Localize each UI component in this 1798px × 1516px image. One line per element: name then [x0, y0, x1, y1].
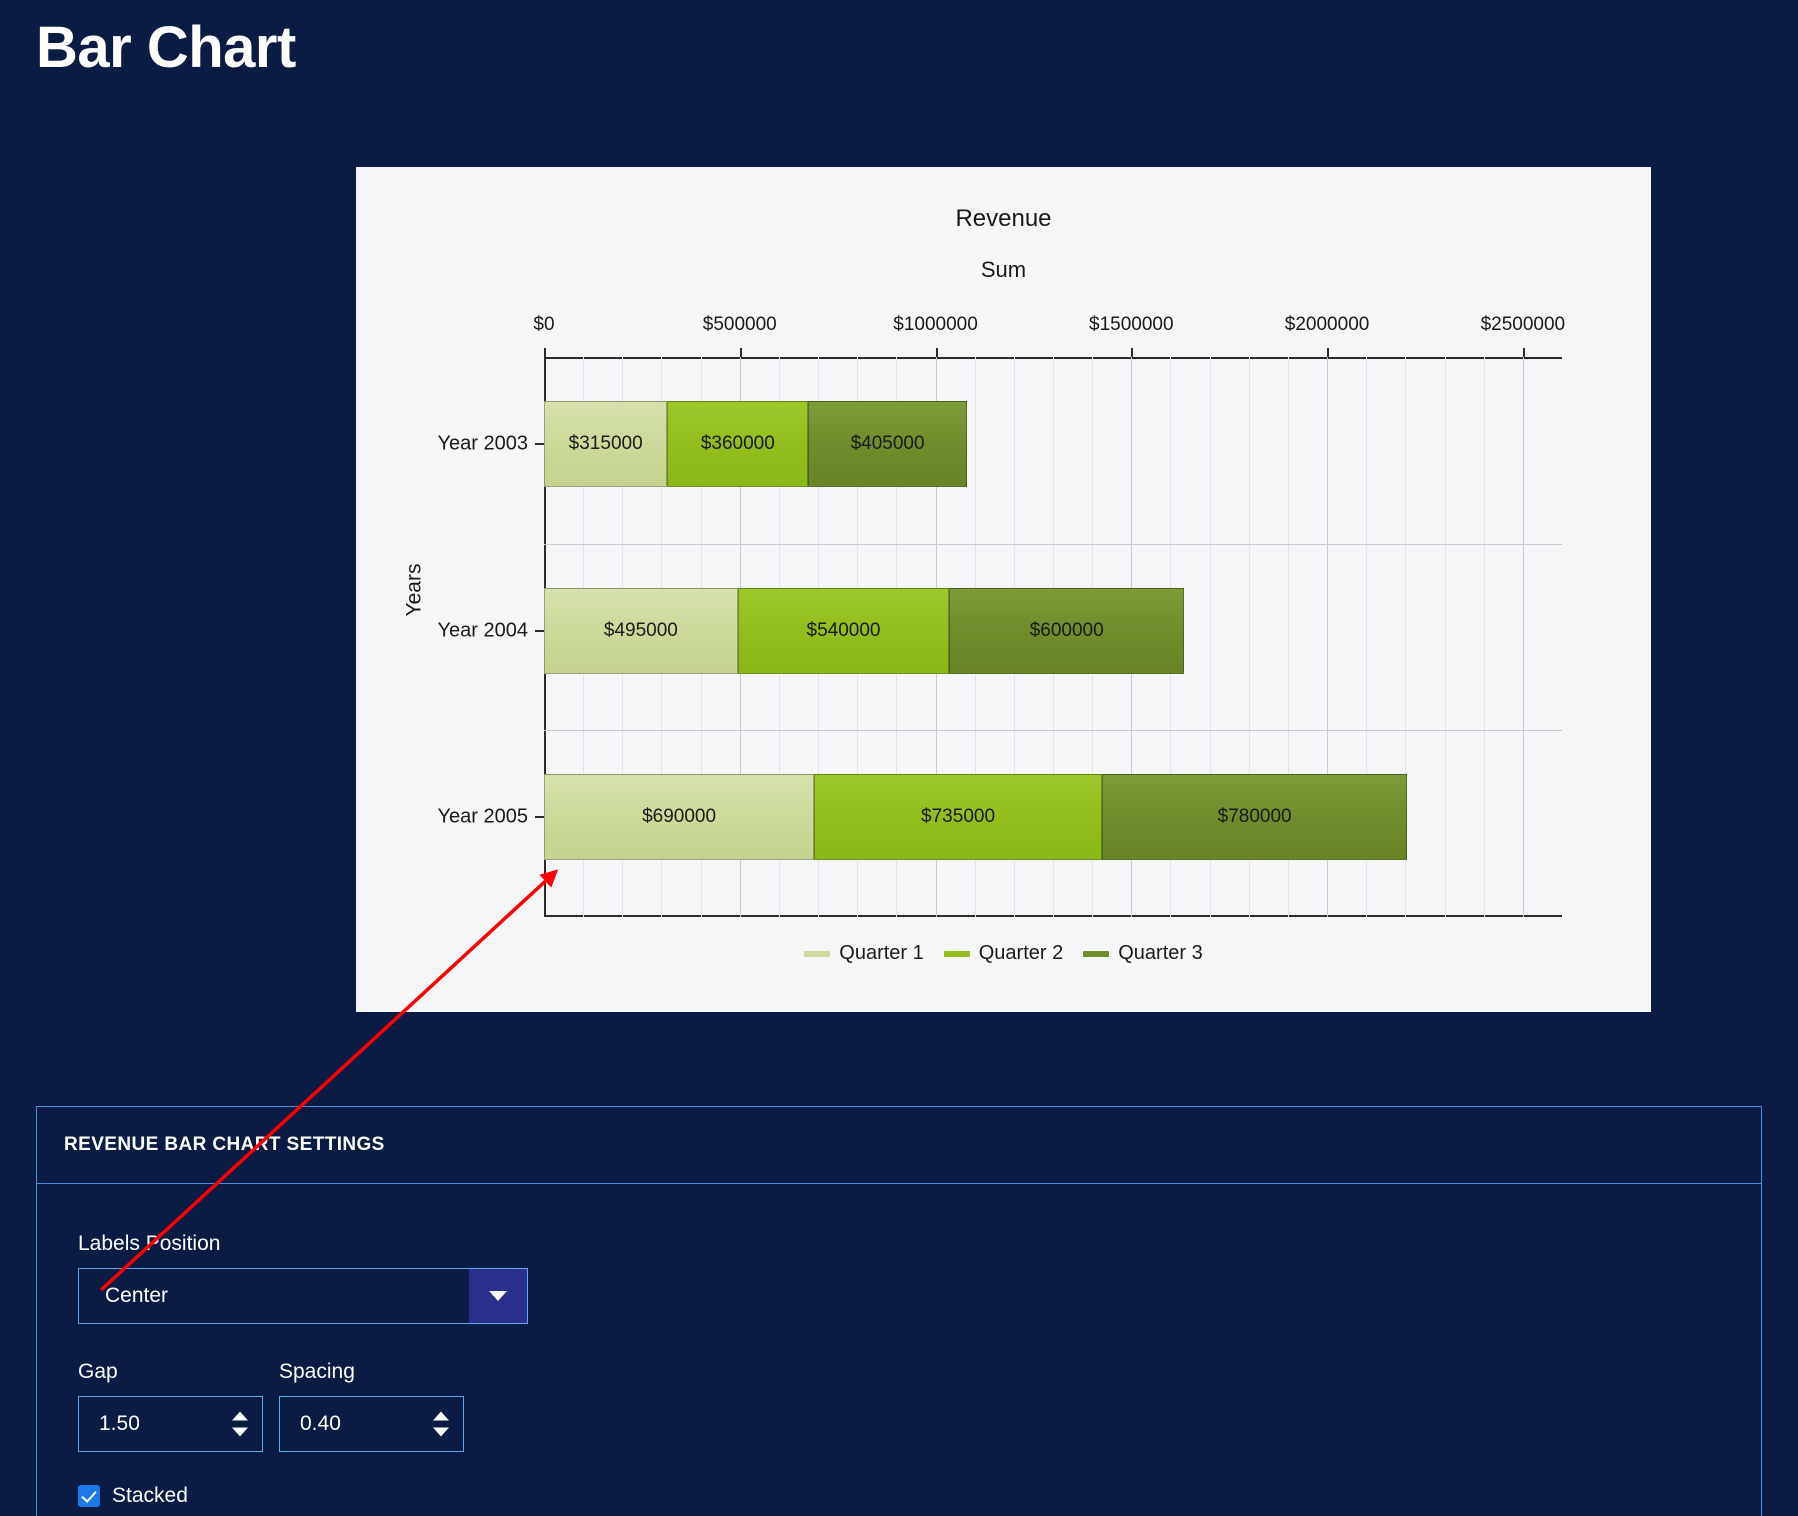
bar-segment[interactable]: $315000: [544, 400, 668, 487]
labels-position-value: Center: [105, 1284, 169, 1307]
settings-panel: REVENUE BAR CHART SETTINGS Labels Positi…: [36, 1106, 1762, 1516]
gridline-minor: [1209, 357, 1211, 917]
x-tick-label: $2000000: [1284, 314, 1370, 335]
labels-position-select[interactable]: Center: [78, 1268, 528, 1324]
number-fields-row: Gap 1.50 Spacing 0.40: [78, 1360, 1761, 1452]
y-tick-mark: [535, 629, 544, 632]
arrow-up-icon[interactable]: [433, 1411, 449, 1421]
x-tick-mark: [739, 348, 742, 357]
chart-legend: Quarter 1 Quarter 2 Quarter 3: [356, 942, 1651, 965]
spacing-input[interactable]: 0.40: [279, 1396, 464, 1452]
arrow-down-icon[interactable]: [433, 1427, 449, 1437]
bar-segment-label: $780000: [1217, 806, 1292, 828]
chart-title: Revenue: [955, 205, 1052, 232]
x-tick-label: $0: [533, 314, 555, 335]
bar-segment[interactable]: $780000: [1101, 774, 1408, 861]
bar-row: $315000 $360000 $405000: [544, 400, 1562, 487]
x-tick-mark: [544, 348, 546, 357]
bar-segment-label: $600000: [1029, 619, 1104, 641]
gridline-horizontal: [544, 730, 1562, 732]
stacked-checkbox-row[interactable]: Stacked: [78, 1484, 1761, 1508]
bar-segment-label: $360000: [700, 432, 775, 454]
gridline-minor: [1366, 357, 1368, 917]
x-tick-mark: [1131, 348, 1134, 357]
arrow-up-icon[interactable]: [232, 1411, 248, 1421]
gridline-major: [1327, 357, 1329, 917]
arrow-down-icon[interactable]: [232, 1427, 248, 1437]
spacing-value: 0.40: [300, 1412, 341, 1435]
bar-segment[interactable]: $360000: [667, 400, 809, 487]
y-tick-mark: [535, 816, 544, 819]
chart-axis-title-sum: Sum: [980, 257, 1027, 282]
gridline-major: [1522, 357, 1524, 917]
settings-panel-body: Labels Position Center Gap 1.50: [37, 1184, 1761, 1508]
gridline-minor: [1405, 357, 1407, 917]
stacked-checkbox[interactable]: [78, 1485, 100, 1507]
legend-label: Quarter 3: [1118, 942, 1203, 964]
legend-swatch: [1083, 950, 1110, 957]
bar-segment-label: $735000: [921, 806, 996, 828]
gap-input[interactable]: 1.50: [78, 1396, 263, 1452]
spacing-stepper[interactable]: [433, 1411, 449, 1437]
legend-item[interactable]: Quarter 3: [1083, 942, 1203, 965]
gridline-minor: [1444, 357, 1446, 917]
labels-position-label: Labels Position: [78, 1232, 221, 1255]
gridline-minor: [1248, 357, 1250, 917]
bar-segment[interactable]: $735000: [814, 774, 1102, 861]
chevron-down-icon[interactable]: [469, 1269, 527, 1323]
bar-segment-label: $690000: [642, 806, 717, 828]
x-tick-label: $1500000: [1089, 314, 1174, 335]
y-axis-title: Years: [402, 563, 426, 616]
bar-segment[interactable]: $405000: [808, 400, 967, 487]
y-tick-mark: [535, 442, 544, 445]
x-tick-label: $2500000: [1480, 314, 1566, 335]
x-tick-label: $500000: [702, 314, 777, 335]
gridline-horizontal: [544, 543, 1562, 545]
bar-row: $690000 $735000 $780000: [544, 774, 1562, 861]
settings-panel-header: REVENUE BAR CHART SETTINGS: [37, 1107, 1761, 1184]
legend-item[interactable]: Quarter 1: [804, 942, 924, 965]
gap-label: Gap: [78, 1360, 118, 1383]
legend-label: Quarter 2: [978, 942, 1064, 964]
gap-field: Gap 1.50: [78, 1360, 263, 1452]
legend-swatch: [804, 950, 831, 957]
gridline-minor: [1483, 357, 1485, 917]
bar-segment-label: $315000: [568, 432, 643, 454]
spacing-field: Spacing 0.40: [279, 1360, 464, 1452]
legend-item[interactable]: Quarter 2: [943, 942, 1064, 965]
bar-segment[interactable]: $600000: [949, 587, 1185, 674]
stacked-label: Stacked: [112, 1484, 188, 1507]
plot-area: $0 $500000 $1000000 $1500000 $2000000 $250000…: [438, 314, 1565, 917]
x-tick-mark: [1327, 348, 1330, 357]
bar-segment-label: $495000: [603, 619, 678, 641]
legend-swatch: [943, 950, 970, 957]
x-tick-label: $1000000: [893, 314, 978, 335]
x-tick-mark: [935, 348, 938, 357]
spacing-label: Spacing: [279, 1360, 355, 1383]
bar-segment[interactable]: $495000: [544, 587, 738, 674]
bar-row: $495000 $540000 $600000: [544, 587, 1562, 674]
y-tick-label: Year 2003: [437, 432, 528, 455]
gap-stepper[interactable]: [232, 1411, 248, 1437]
bar-segment[interactable]: $690000: [544, 774, 815, 861]
labels-position-field: Labels Position Center: [78, 1232, 1761, 1324]
y-tick-label: Year 2005: [437, 805, 528, 828]
x-tick-mark: [1522, 348, 1525, 357]
chart-card: Revenue Sum Years $0 $500000 $1000000 $1500…: [356, 167, 1651, 1012]
caret-shape: [489, 1291, 507, 1301]
bar-segment-label: $405000: [850, 432, 925, 454]
y-tick-label: Year 2004: [437, 619, 528, 642]
gap-value: 1.50: [99, 1412, 140, 1435]
bar-segment[interactable]: $540000: [737, 587, 950, 674]
legend-label: Quarter 1: [839, 942, 924, 964]
bar-segment-label: $540000: [806, 619, 881, 641]
gridline-minor: [1287, 357, 1289, 917]
page-title: Bar Chart: [36, 15, 296, 80]
